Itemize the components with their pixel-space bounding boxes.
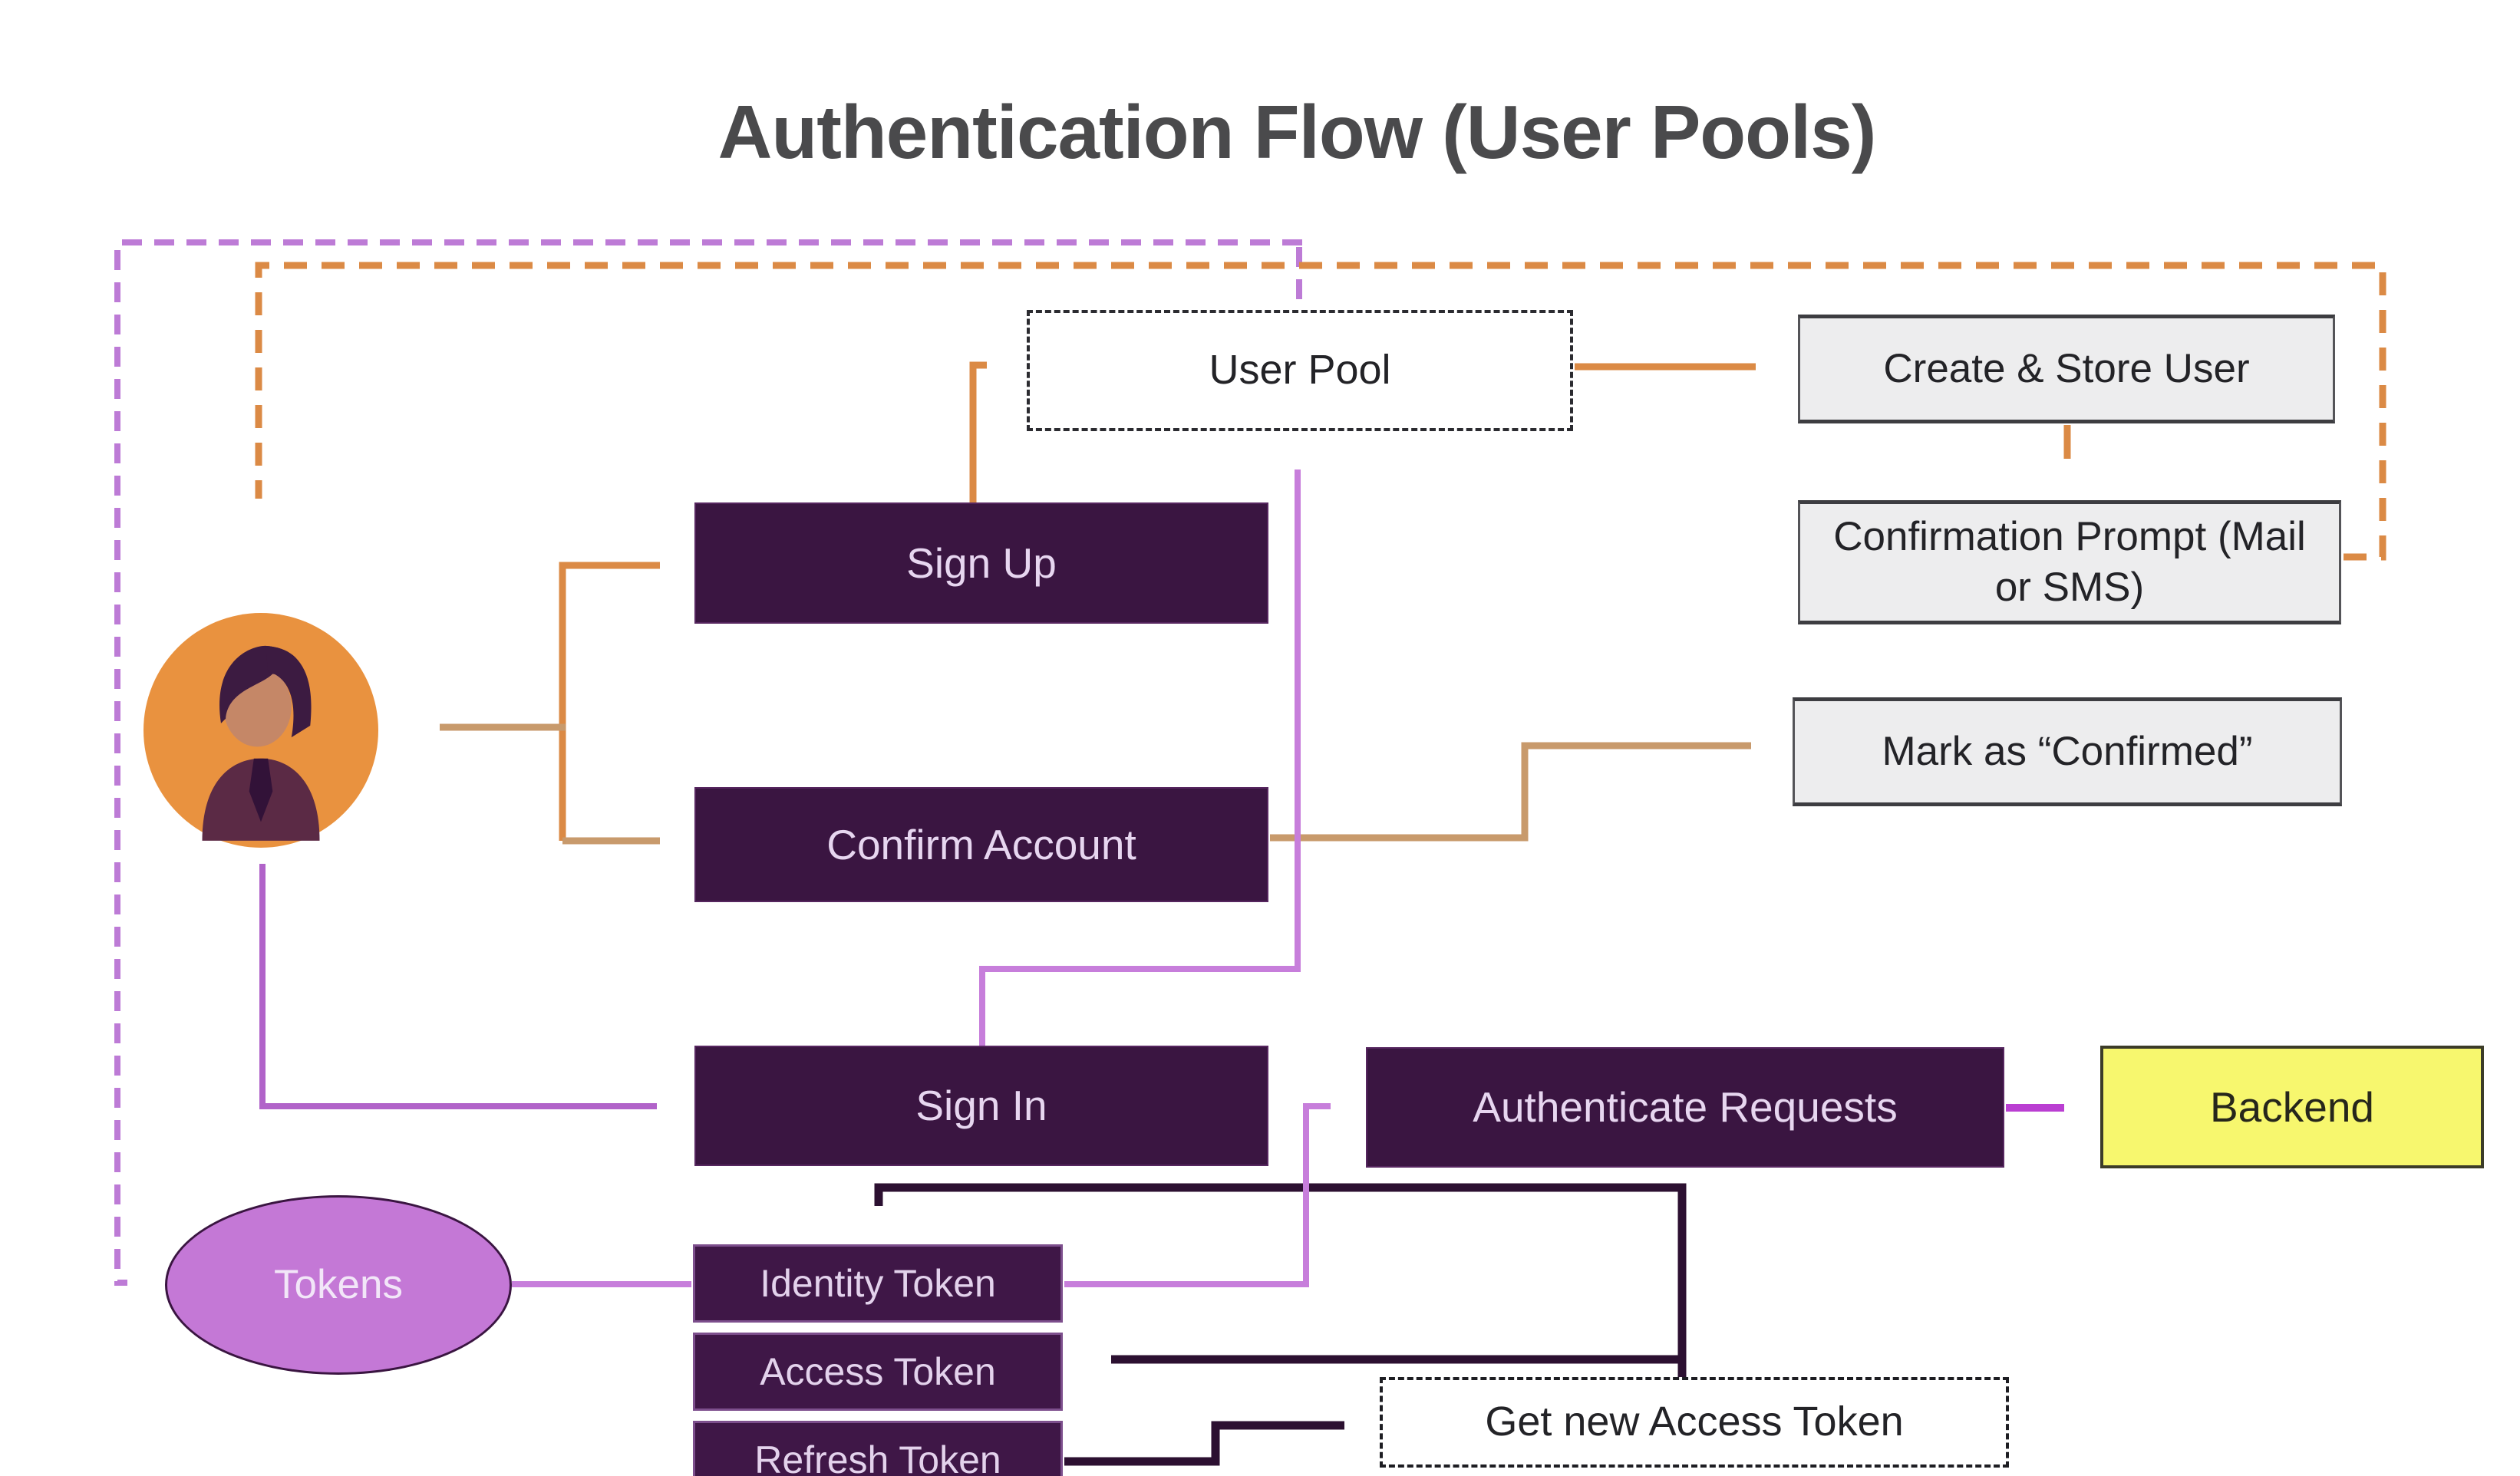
mark-confirmed-label: Mark as “Confirmed” [1882, 728, 2253, 774]
node-tokens: Tokens [165, 1195, 512, 1375]
identity-token-label: Identity Token [760, 1261, 996, 1305]
access-token-label: Access Token [760, 1349, 996, 1393]
authenticate-requests-label: Authenticate Requests [1473, 1083, 1898, 1132]
line-user-to-signin [259, 864, 657, 1109]
node-confirm-account: Confirm Account [694, 787, 1268, 902]
node-create-store-user: Create & Store User [1798, 315, 2335, 423]
page-title: Authentication Flow (User Pools) [717, 90, 1877, 174]
node-backend: Backend [2100, 1046, 2484, 1168]
line-signup-to-userpool [969, 361, 987, 509]
user-avatar-icon [143, 613, 378, 848]
node-sign-in: Sign In [694, 1046, 1268, 1166]
get-new-access-token-label: Get new Access Token [1485, 1399, 1904, 1445]
node-user-pool: User Pool [1027, 310, 1573, 431]
node-refresh-token: Refresh Token [693, 1421, 1063, 1476]
line-authreq-to-identity-token [874, 1183, 1687, 1377]
node-authenticate-requests: Authenticate Requests [1366, 1047, 2004, 1168]
user-pool-label: User Pool [1209, 347, 1391, 394]
node-access-token: Access Token [693, 1333, 1063, 1411]
create-store-user-label: Create & Store User [1883, 345, 2250, 391]
node-identity-token: Identity Token [693, 1244, 1063, 1323]
line-identity-token-to-authreq [1064, 1103, 1331, 1287]
node-mark-confirmed: Mark as “Confirmed” [1793, 697, 2342, 806]
dashed-loop-confirmation-to-user [255, 262, 2386, 561]
sign-in-label: Sign In [915, 1082, 1047, 1130]
line-refresh-token-to-getnew [1064, 1421, 1344, 1466]
node-sign-up: Sign Up [694, 502, 1268, 624]
refresh-token-label: Refresh Token [754, 1438, 1001, 1476]
node-confirmation-prompt: Confirmation Prompt (Mail or SMS) [1798, 500, 2341, 624]
line-user-branch-to-signup [559, 562, 660, 841]
dashed-loop-userpool-to-tokens [114, 239, 1302, 1286]
node-get-new-access-token: Get new Access Token [1380, 1377, 2009, 1468]
line-confirm-account-to-mark-confirmed [1270, 742, 1751, 842]
confirmation-prompt-label: Confirmation Prompt (Mail or SMS) [1833, 513, 2306, 610]
backend-label: Backend [2209, 1082, 2375, 1131]
tokens-label: Tokens [274, 1261, 403, 1307]
line-signin-to-userpool [979, 469, 1301, 1046]
confirm-account-label: Confirm Account [826, 820, 1136, 868]
sign-up-label: Sign Up [906, 539, 1057, 587]
